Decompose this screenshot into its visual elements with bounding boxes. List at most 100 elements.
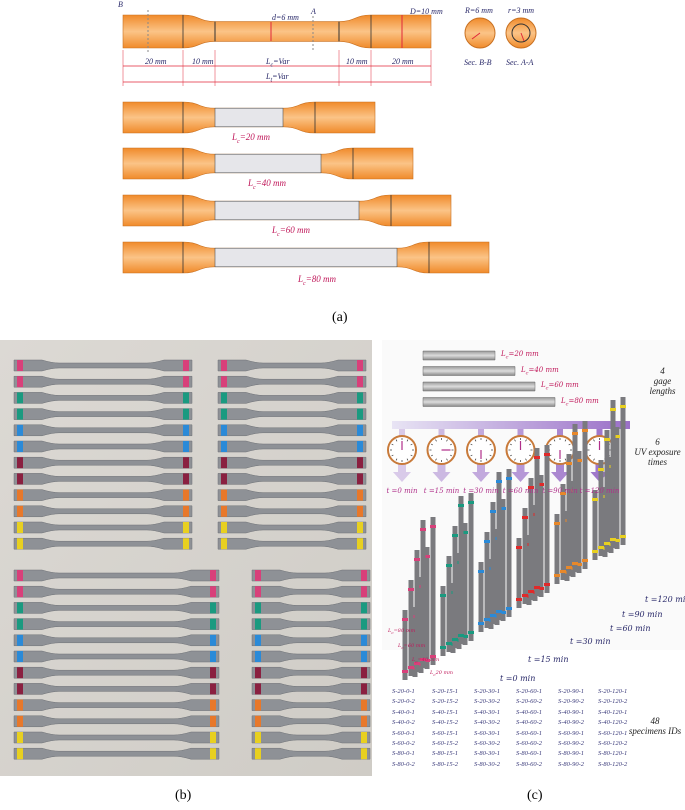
color-band xyxy=(210,699,216,711)
clock-icon xyxy=(584,435,615,465)
color-band xyxy=(490,614,496,617)
color-band xyxy=(210,586,216,598)
color-band xyxy=(450,591,456,594)
spec-symbol: L xyxy=(298,274,304,284)
fillet-left-dim: 10 mm xyxy=(192,57,214,66)
color-band xyxy=(572,432,578,435)
specimen-id: S-80-30-2 xyxy=(474,760,500,768)
gl-value: =60 mm xyxy=(548,381,579,389)
total-symbol: L xyxy=(266,72,271,81)
color-band xyxy=(452,638,458,641)
specimen-label-40: Lc=40 mm xyxy=(248,178,286,191)
arrow-stem xyxy=(596,429,603,437)
color-band xyxy=(361,748,367,760)
specimen-id: S-40-0-2 xyxy=(392,719,415,727)
color-band xyxy=(554,522,560,525)
color-band xyxy=(554,574,560,577)
color-band xyxy=(183,489,189,501)
color-band xyxy=(450,643,456,646)
color-band xyxy=(183,392,189,404)
photo-specimen xyxy=(251,666,371,679)
color-band xyxy=(361,732,367,743)
grid-time-label: t =60 min xyxy=(610,624,651,633)
ids-count: 48 xyxy=(650,716,660,726)
grip-left-dim: 20 mm xyxy=(145,57,167,66)
color-band xyxy=(221,473,227,485)
D-diameter-label: D=10 mm xyxy=(410,7,443,16)
photo-specimen xyxy=(251,747,371,760)
photo-specimen xyxy=(13,602,220,614)
color-band xyxy=(361,602,367,614)
color-band xyxy=(210,651,216,662)
color-band xyxy=(456,639,462,642)
color-band xyxy=(357,457,363,469)
color-band xyxy=(221,441,227,452)
color-band xyxy=(526,595,532,598)
color-band xyxy=(17,457,23,469)
down-arrow-icon xyxy=(511,472,530,482)
photo-specimen xyxy=(13,585,220,598)
color-band xyxy=(210,667,216,679)
color-band xyxy=(221,424,227,436)
arrow-stem xyxy=(438,429,445,437)
specimen-id: S-80-60-1 xyxy=(516,750,542,758)
color-band xyxy=(528,590,534,593)
specimen-id: S-60-0-2 xyxy=(392,740,415,747)
color-band xyxy=(17,683,23,695)
color-band xyxy=(17,441,23,452)
photo-specimen xyxy=(217,424,367,437)
arrow-stem xyxy=(517,429,524,437)
exposure-count: 6 xyxy=(655,437,660,447)
color-band xyxy=(17,376,23,388)
color-band xyxy=(361,683,367,695)
section-a-inner-circle xyxy=(511,23,531,43)
color-band xyxy=(522,594,528,597)
color-band xyxy=(17,715,23,727)
specimen-id: S-60-15-1 xyxy=(432,729,458,737)
down-arrow-icon xyxy=(393,472,411,482)
color-band xyxy=(210,618,216,630)
exposure-time-label: t =90 min xyxy=(542,487,578,495)
ids-caption-text: specimens IDs xyxy=(628,726,682,736)
photo-specimen xyxy=(251,569,371,582)
spec-symbol: L xyxy=(248,178,254,188)
specimen-id: S-60-90-1 xyxy=(558,729,584,737)
grid-gage-label: Lc=40 mm xyxy=(412,657,439,664)
specimen-id: S-60-60-2 xyxy=(516,740,542,747)
color-band xyxy=(576,459,582,462)
specimen-id: S-60-120-1 xyxy=(598,729,628,737)
photo-specimen xyxy=(13,537,193,550)
gl-value: =80 mm xyxy=(568,396,599,405)
color-band xyxy=(440,646,446,649)
photo-specimen xyxy=(217,489,367,501)
color-band xyxy=(357,538,363,550)
clock-icon xyxy=(426,435,457,465)
grid-time-label: t =15 min xyxy=(528,655,569,664)
color-band xyxy=(357,424,363,436)
color-band xyxy=(17,732,23,743)
photo-specimen xyxy=(217,521,367,534)
gage-length-label-1: Lc=40 mm xyxy=(521,366,559,376)
color-band xyxy=(357,376,363,388)
section-a-radius: r=3 mm xyxy=(508,6,535,15)
exposure-time-label: t =0 min xyxy=(386,487,418,495)
color-band xyxy=(544,453,550,456)
color-band xyxy=(522,516,528,519)
fillet-right-dim: 10 mm xyxy=(346,57,368,66)
exposure-time-label: t =30 min xyxy=(463,487,499,495)
grid-gage-label: Lc=80 mm xyxy=(388,628,415,635)
color-band xyxy=(361,618,367,630)
color-band xyxy=(183,408,189,420)
gage-specimen-2 xyxy=(422,381,536,392)
photo-specimen xyxy=(13,505,193,518)
section-a-caption: Sec. A-A xyxy=(506,58,534,67)
color-band xyxy=(598,468,604,471)
photo-specimen xyxy=(13,359,193,372)
color-band xyxy=(582,559,588,562)
specimen-id: S-20-90-1 xyxy=(558,688,584,695)
spec-sub: c xyxy=(277,231,280,238)
color-band xyxy=(221,522,227,533)
clock-icon xyxy=(387,435,417,465)
color-band xyxy=(538,483,544,486)
arrow-stem xyxy=(478,429,484,437)
